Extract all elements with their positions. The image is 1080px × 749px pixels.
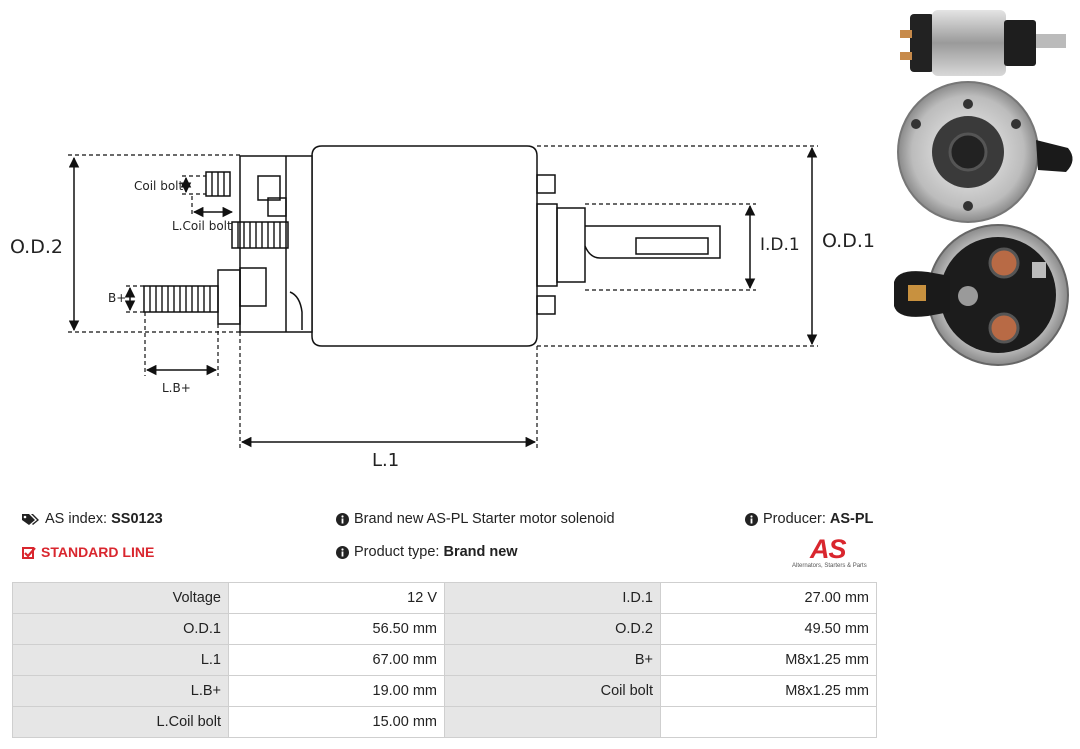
spec-value: M8x1.25 mm	[660, 675, 877, 707]
description: Brand new AS-PL Starter motor solenoid	[336, 511, 615, 527]
logo-mark: AS	[810, 534, 847, 564]
od1-label: O.D.1	[822, 230, 875, 252]
product-type-value: Brand new	[443, 544, 518, 560]
spec-label: I.D.1	[444, 582, 661, 614]
spec-value: 19.00 mm	[228, 675, 445, 707]
description-text: Brand new AS-PL Starter motor solenoid	[354, 511, 615, 527]
spec-value: 67.00 mm	[228, 644, 445, 676]
spec-label: Voltage	[12, 582, 229, 614]
producer-value: AS-PL	[829, 511, 874, 527]
spec-label: O.D.2	[444, 613, 661, 645]
l1-label: L.1	[372, 450, 399, 471]
spec-value: 56.50 mm	[228, 613, 445, 645]
spec-label: L.1	[12, 644, 229, 676]
bplus-label: B+	[108, 291, 126, 305]
spec-label: L.Coil bolt	[12, 706, 229, 738]
logo-tagline: Alternators, Starters & Parts	[792, 563, 867, 569]
producer-label: Producer:	[763, 511, 826, 527]
info-icon	[336, 512, 349, 526]
spec-value: 49.50 mm	[660, 613, 877, 645]
od2-label: O.D.2	[10, 236, 63, 258]
producer: Producer: AS-PL	[745, 511, 873, 527]
spec-label	[444, 706, 661, 738]
solenoid-body	[311, 145, 538, 347]
spec-label: L.B+	[12, 675, 229, 707]
as-index-label: AS index:	[45, 511, 108, 527]
info-icon	[336, 545, 349, 559]
product-type-label: Product type:	[354, 544, 440, 560]
id1-label: I.D.1	[760, 235, 800, 255]
lcoil-bolt-label: L.Coil bolt	[172, 219, 232, 233]
spec-label: O.D.1	[12, 613, 229, 645]
photo-side-view	[900, 10, 1066, 76]
product-type: Product type: Brand new	[336, 544, 518, 560]
spec-value	[660, 706, 877, 738]
as-pl-logo: AS Alternators, Starters & Parts	[792, 536, 878, 570]
spec-value: 12 V	[228, 582, 445, 614]
coil-bolt-label: Coil bolt	[134, 179, 183, 193]
as-index-value: SS0123	[111, 511, 163, 527]
check-square-icon	[22, 547, 36, 560]
spec-label: Coil bolt	[444, 675, 661, 707]
technical-drawing: O.D.2 O.D.1 I.D.1 L.1 L.B+ B+ Coil bolt …	[10, 145, 875, 471]
photo-terminal-view	[894, 224, 1069, 366]
spec-value: 15.00 mm	[228, 706, 445, 738]
as-index: AS index: SS0123	[22, 511, 163, 527]
spec-label: B+	[444, 644, 661, 676]
product-photos	[894, 10, 1073, 366]
photo-rear-view	[897, 81, 1073, 223]
spec-value: 27.00 mm	[660, 582, 877, 614]
standard-line: STANDARD LINE	[22, 544, 154, 561]
lb-label: L.B+	[162, 381, 191, 395]
info-icon	[745, 512, 758, 526]
tags-icon	[22, 513, 39, 525]
spec-value: M8x1.25 mm	[660, 644, 877, 676]
standard-line-label: STANDARD LINE	[41, 544, 155, 560]
